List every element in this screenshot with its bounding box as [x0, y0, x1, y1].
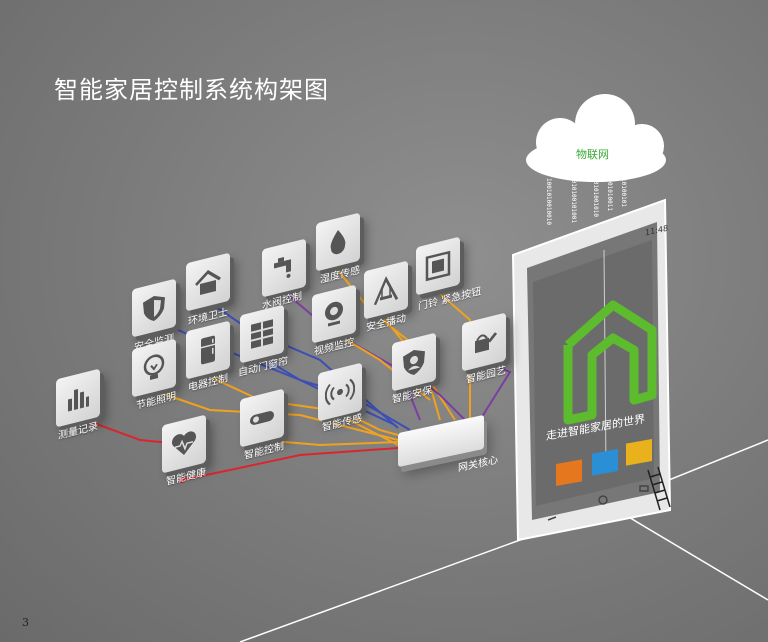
wire [181, 447, 399, 481]
wire [205, 374, 399, 446]
bulb-icon [143, 354, 165, 380]
cloud-icon [526, 94, 666, 182]
bar-chart-icon [68, 389, 89, 412]
binary-stream: 1100101001010 [592, 170, 599, 217]
page-title: 智能家居控制系统构架图 [54, 76, 329, 104]
heartbeat-icon [171, 431, 197, 455]
binary-stream: 1001010010010 [545, 178, 552, 225]
junction-dot [381, 315, 387, 321]
cloud-label: 物联网 [576, 148, 609, 161]
tile-shipin-jiankong [312, 284, 356, 344]
app-icon-blue [592, 449, 618, 476]
wire [261, 439, 399, 447]
wire [329, 329, 431, 401]
tile-huanjing-weishi [186, 252, 230, 312]
tile-shuifa-kongzhi [262, 238, 306, 298]
tile-zhineng-chuangan [318, 362, 362, 422]
menu-icon [639, 485, 649, 492]
page-number: 3 [22, 616, 29, 629]
smartphone [511, 198, 672, 542]
tile-zidong-menchuang [240, 304, 284, 364]
webcam-icon [325, 301, 343, 327]
swing-icon [373, 276, 399, 306]
tile-zhineng-anbao [392, 332, 436, 392]
back-icon [547, 516, 557, 521]
toggle-icon [250, 411, 274, 425]
tile-zhineng-kongzhi [240, 388, 284, 448]
shield-icon [143, 296, 165, 321]
ladder-icon [647, 466, 671, 511]
guard-shield-icon [403, 350, 425, 375]
house-logo-icon [563, 300, 657, 425]
tile-cewen-jilu [56, 368, 100, 428]
binary-stream: 1010010100101 [620, 160, 627, 207]
window-icon [251, 319, 273, 349]
app-icon-yellow [626, 439, 652, 466]
water-drop-icon [330, 230, 346, 255]
app-icon-orange [556, 459, 582, 486]
home-button-icon [598, 495, 608, 505]
junction-dot [179, 477, 185, 483]
house-icon [195, 270, 221, 295]
faucet-icon [274, 257, 291, 278]
binary-stream: 0010100101001 [570, 176, 577, 223]
junction-dot [435, 289, 441, 295]
wire [339, 409, 399, 436]
tile-anquan-jiankong [132, 278, 176, 338]
phone-nav-bar [547, 485, 649, 521]
signal-icon [325, 378, 355, 406]
tile-zhineng-jiankang [162, 414, 206, 474]
fridge-icon [201, 335, 215, 365]
floor-line [239, 539, 521, 642]
binary-stream: 0101001010011 [606, 164, 613, 211]
tile-menling-jinji [416, 236, 460, 296]
tile-dianqi-kongzhi [186, 320, 230, 380]
tile-zhineng-yuanyi [462, 312, 506, 372]
wire [437, 291, 471, 425]
tile-anquan-bodong [364, 260, 408, 320]
tile-jieneng-zhaoming [132, 338, 176, 398]
watering-can-icon [475, 332, 498, 354]
tile-shidu-chuangan [316, 212, 360, 272]
square-button-icon [425, 250, 451, 282]
